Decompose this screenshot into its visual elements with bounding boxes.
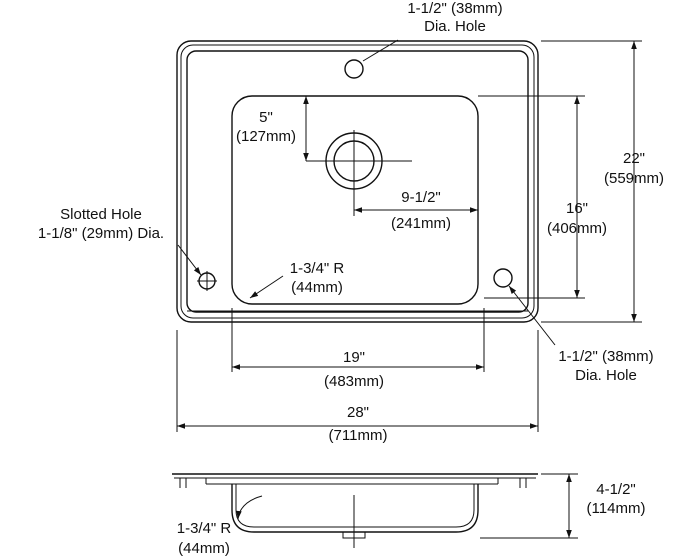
overall-width-label-2: (711mm) (329, 427, 388, 444)
top-hole-label-2: Dia. Hole (424, 18, 486, 35)
dimension-lines (176, 39, 642, 432)
bowl-radius-label-1: 1-3/4" R (290, 260, 345, 277)
bowl-length-label-2: (406mm) (547, 220, 607, 237)
side-radius-label-1: 1-3/4" R (177, 520, 232, 537)
sink-bowl (231, 95, 479, 305)
sink-side-view (172, 473, 538, 548)
drain-offset-label-1: 5" (259, 109, 273, 126)
drain-icon (306, 130, 412, 216)
slotted-hole-label-2: 1-1/8" (29mm) Dia. (38, 225, 164, 242)
overall-width-label-1: 28" (347, 404, 369, 421)
sink-rim-edge (180, 44, 535, 319)
side-hole-icon (493, 268, 513, 288)
bowl-radius-label-2: (44mm) (291, 279, 343, 296)
drain-offset-label-2: (127mm) (236, 128, 296, 145)
depth-label-2: (114mm) (587, 500, 646, 517)
side-hole-label-1: 1-1/2" (38mm) (558, 348, 653, 365)
drain-center-label-1: 9-1/2" (401, 189, 441, 206)
bowl-width-label-1: 19" (343, 349, 365, 366)
depth-label-1: 4-1/2" (596, 481, 636, 498)
drain-center-label-2: (241mm) (391, 215, 451, 232)
side-radius-label-2: (44mm) (178, 540, 230, 557)
slotted-hole-label-1: Slotted Hole (60, 206, 142, 223)
faucet-hole-icon (344, 59, 364, 79)
sink-deck (186, 50, 529, 313)
side-dimension-lines (236, 473, 578, 539)
overall-length-label-2: (559mm) (604, 170, 664, 187)
slotted-hole-icon (197, 271, 217, 291)
overall-length-label-1: 22" (623, 150, 645, 167)
side-hole-label-2: Dia. Hole (575, 367, 637, 384)
sink-top-view (176, 40, 539, 323)
drawing-labels: 1-1/2" (38mm) Dia. Hole 5" (127mm) 9-1/2… (38, 0, 664, 557)
bowl-length-label-1: 16" (566, 200, 588, 217)
sink-outer-rim (176, 40, 539, 323)
top-hole-label-1: 1-1/2" (38mm) (407, 0, 502, 17)
bowl-width-label-2: (483mm) (324, 373, 384, 390)
